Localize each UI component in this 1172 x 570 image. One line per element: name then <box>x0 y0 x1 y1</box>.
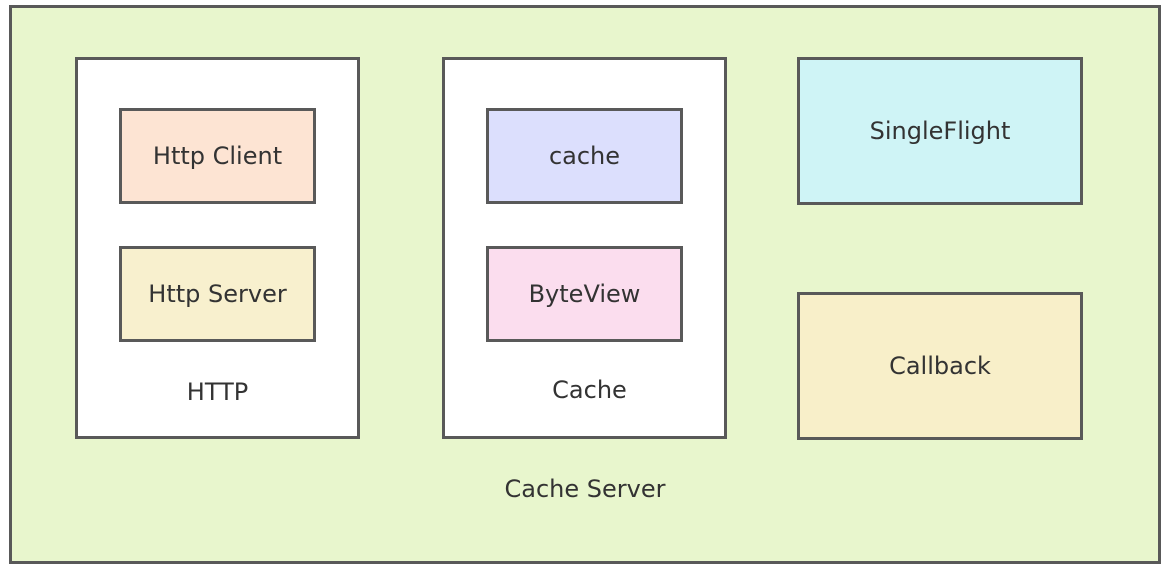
cache-server-label: Cache Server <box>504 475 666 503</box>
http-server-box: Http Server <box>119 246 316 342</box>
http-client-label: Http Client <box>152 142 283 170</box>
http-server-label: Http Server <box>148 280 287 308</box>
cache-group-label: Cache <box>552 376 627 404</box>
byteview-box: ByteView <box>486 246 683 342</box>
http-client-box: Http Client <box>119 108 316 204</box>
callback-box: Callback <box>797 292 1083 440</box>
http-group-label: HTTP <box>186 378 249 406</box>
byteview-label: ByteView <box>528 280 641 308</box>
singleflight-box: SingleFlight <box>797 57 1083 205</box>
cache-box: cache <box>486 108 683 204</box>
singleflight-label: SingleFlight <box>869 117 1011 145</box>
cache-label: cache <box>548 142 621 170</box>
callback-label: Callback <box>889 352 991 380</box>
